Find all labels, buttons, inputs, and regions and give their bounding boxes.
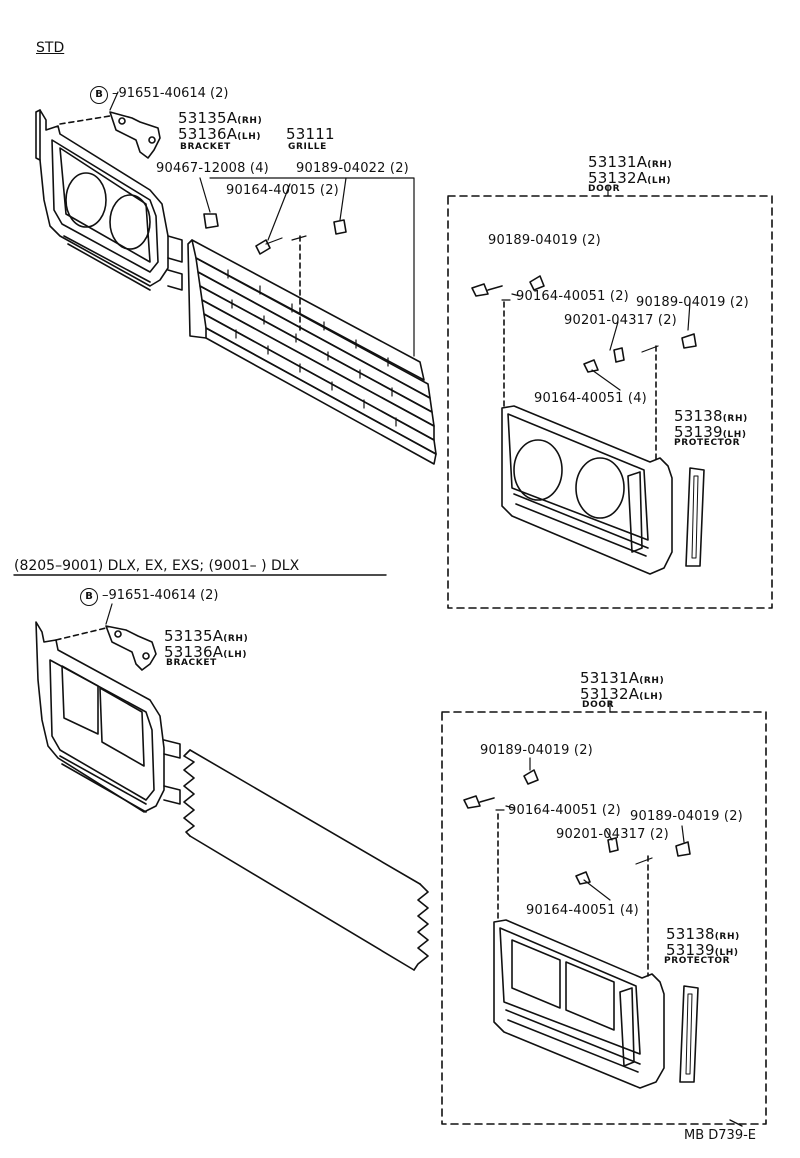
std-grille-name: GRILLE [288, 142, 327, 152]
std-door-clip2: 90189-04019 (2) [636, 295, 749, 310]
dlx-door-screw2: 90164-40051 (4) [526, 903, 639, 918]
dlx-b-marker: B [80, 588, 98, 606]
dlx-bracket-lh-suffix: (LH) [223, 650, 248, 660]
std-bracket-rh-suffix: (RH) [237, 116, 263, 126]
std-protector-lh: 53139(LH) [674, 424, 747, 440]
dlx-door-clip1: 90189-04019 (2) [480, 743, 593, 758]
std-grille-no: 53111 [286, 125, 335, 143]
dlx-bracket [55, 603, 157, 671]
std-bracket [59, 111, 161, 159]
std-b-marker: B [90, 86, 108, 104]
dlx-bracket-rh-no: 53135A [164, 627, 224, 645]
std-door-lh: 53132A(LH) [588, 170, 671, 186]
std-leaders [109, 91, 415, 357]
dlx-bracket-rh: 53135A(RH) [164, 628, 248, 644]
dlx-door-rh: 53131A(RH) [580, 670, 664, 686]
dlx-door-box [441, 711, 767, 1125]
dlx-section-title: (8205–9001) DLX, EX, EXS; (9001– ) DLX [14, 558, 300, 574]
dlx-door-clip2: 90189-04019 (2) [630, 809, 743, 824]
std-door-washer: 90201-04317 (2) [564, 313, 677, 328]
std-door-name: DOOR [588, 184, 621, 194]
dlx-grille [183, 749, 429, 971]
std-grille [187, 239, 437, 465]
dlx-protector-rh-no: 53138 [666, 925, 715, 943]
std-door-leaders [501, 299, 691, 391]
dlx-door-name: DOOR [582, 700, 615, 710]
dlx-bracket-rh-suffix: (RH) [223, 634, 249, 644]
dlx-protector-rh-suffix: (RH) [714, 932, 740, 942]
std-door-rh: 53131A(RH) [588, 154, 672, 170]
dlx-headlamp-housing [35, 621, 181, 813]
std-door-clip1: 90189-04019 (2) [488, 233, 601, 248]
dlx-protector-lh-suffix: (LH) [714, 948, 739, 958]
std-protector-lh-suffix: (LH) [722, 430, 747, 440]
dlx-door-rh-no: 53131A [580, 669, 640, 687]
std-protector-rh-suffix: (RH) [722, 414, 748, 424]
std-door-screw2: 90164-40051 (4) [534, 391, 647, 406]
dlx-protector-rh: 53138(RH) [666, 926, 740, 942]
dlx-door-lh-no: 53132A [580, 685, 640, 703]
std-door-part [471, 275, 697, 575]
dlx-protector-lh-no: 53139 [666, 941, 715, 959]
std-bracket-lh: 53136A(LH) [178, 126, 261, 142]
std-protector-name: PROTECTOR [674, 438, 741, 448]
std-bolt-no: 91651-40614 (2) [118, 86, 229, 101]
std-fasteners [203, 213, 347, 331]
std-protector-rh-no: 53138 [674, 407, 723, 425]
std-bolt-label: –91651-40614 (2) [112, 86, 229, 101]
std-bracket-lh-no: 53136A [178, 125, 238, 143]
std-headlamp-housing [35, 109, 183, 291]
std-screw-label: 90164-40015 (2) [226, 183, 339, 198]
dlx-bracket-lh-no: 53136A [164, 643, 224, 661]
std-protector [685, 467, 705, 567]
std-bracket-rh: 53135A(RH) [178, 110, 262, 126]
std-clip-label: 90189-04022 (2) [296, 161, 409, 176]
std-door-lh-suffix: (LH) [647, 176, 672, 186]
dlx-bracket-lh: 53136A(LH) [164, 644, 247, 660]
std-bracket-lh-suffix: (LH) [237, 132, 262, 142]
dlx-door-part [463, 769, 691, 1089]
figure-reference: MB D739-E [684, 1128, 756, 1143]
std-section-title: STD [36, 40, 65, 56]
dlx-door-washer: 90201-04317 (2) [556, 827, 669, 842]
std-door-screw1: 90164-40051 (2) [516, 289, 629, 304]
std-door-rh-suffix: (RH) [647, 160, 673, 170]
dlx-door-screw1: 90164-40051 (2) [508, 803, 621, 818]
dlx-protector-lh: 53139(LH) [666, 942, 739, 958]
dlx-door-lh-suffix: (LH) [639, 692, 664, 702]
dlx-bracket-name: BRACKET [166, 658, 217, 668]
std-bracket-name: BRACKET [180, 142, 231, 152]
std-door-rh-no: 53131A [588, 153, 648, 171]
dlx-bolt-no: 91651-40614 (2) [108, 588, 219, 603]
dlx-door-rh-suffix: (RH) [639, 676, 665, 686]
std-protector-rh: 53138(RH) [674, 408, 748, 424]
dlx-protector [679, 985, 699, 1083]
std-door-box [447, 195, 773, 609]
std-door-lh-no: 53132A [588, 169, 648, 187]
std-bracket-rh-no: 53135A [178, 109, 238, 127]
dlx-door-leaders [495, 757, 685, 901]
std-nut-label: 90467-12008 (4) [156, 161, 269, 176]
std-protector-lh-no: 53139 [674, 423, 723, 441]
dlx-bolt-label: –91651-40614 (2) [102, 588, 219, 603]
dlx-door-lh: 53132A(LH) [580, 686, 663, 702]
dlx-protector-name: PROTECTOR [664, 956, 731, 966]
